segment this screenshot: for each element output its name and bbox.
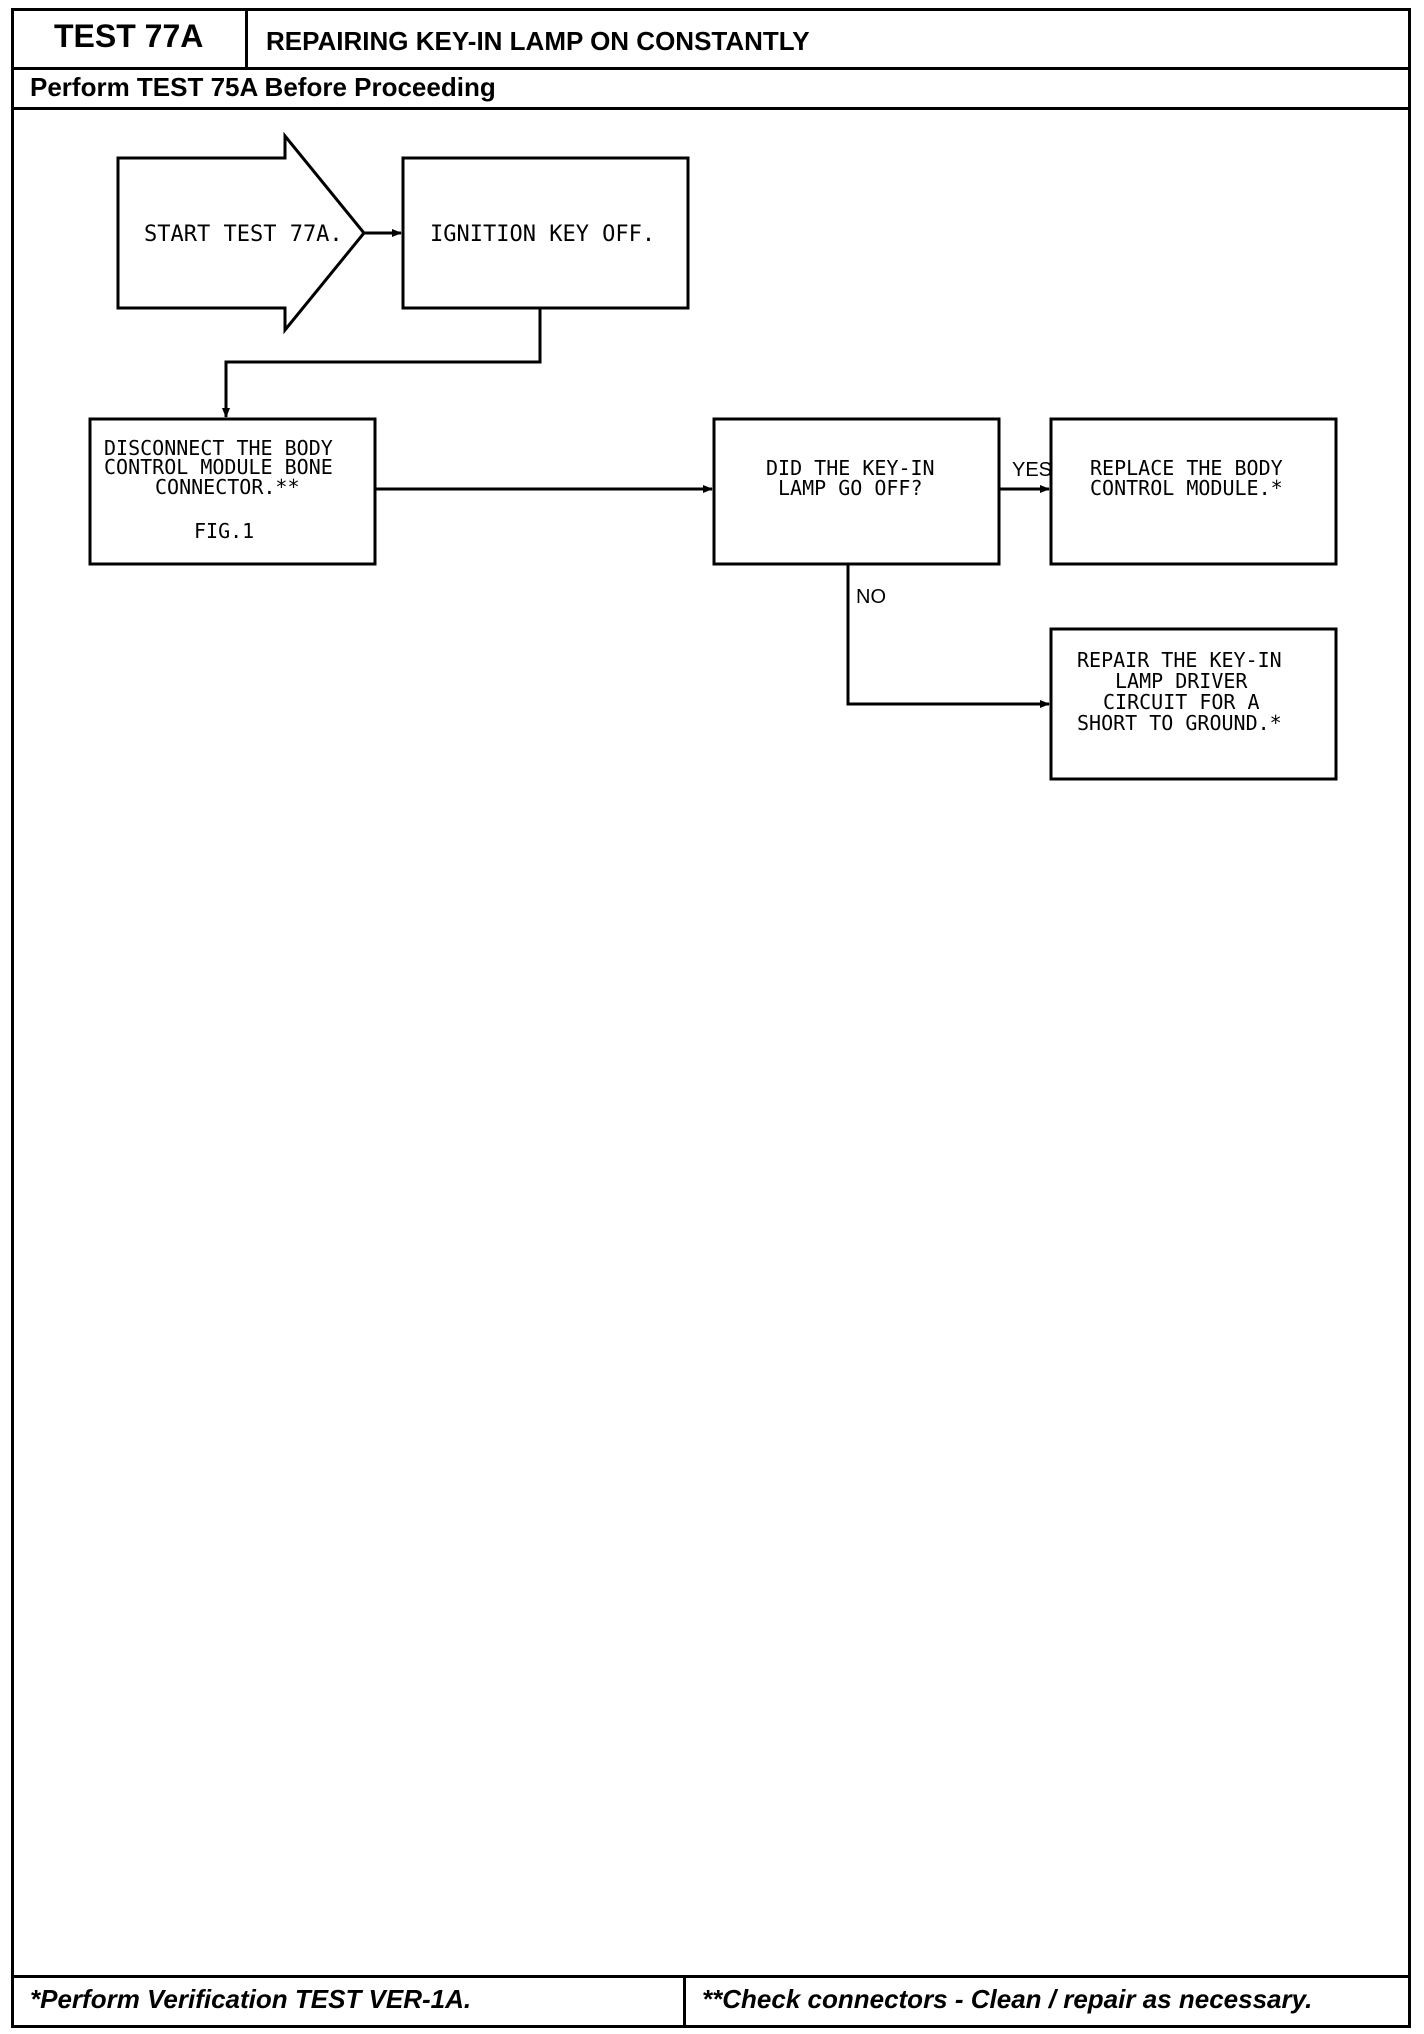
- footer-divider: [11, 1975, 1411, 1978]
- question-line-2: LAMP GO OFF?: [778, 476, 923, 500]
- connector-note: **Check connectors - Clean / repair as n…: [702, 1984, 1313, 2014]
- prerequisite-note: Perform TEST 75A Before Proceeding: [30, 72, 496, 102]
- frame-left: [11, 8, 14, 2028]
- repair-line-1: REPAIR THE KEY-IN: [1077, 648, 1282, 672]
- disconnect-node: DISCONNECT THE BODY CONTROL MODULE BONE …: [88, 417, 377, 566]
- disconnect-figure-ref: FIG.1: [194, 519, 254, 543]
- start-node-text: START TEST 77A.: [144, 222, 343, 247]
- question-node: DID THE KEY-IN LAMP GO OFF?: [712, 417, 1001, 566]
- start-node: START TEST 77A.: [116, 131, 366, 335]
- repair-line-3: CIRCUIT FOR A: [1103, 690, 1260, 714]
- frame-right: [1408, 8, 1411, 2028]
- repair-line-2: LAMP DRIVER: [1115, 669, 1248, 693]
- disconnect-line-3: CONNECTOR.**: [155, 475, 300, 499]
- connector-no: [846, 564, 1050, 708]
- question-line-1: DID THE KEY-IN: [766, 456, 935, 480]
- subheader-divider: [11, 107, 1411, 110]
- no-label: NO: [856, 586, 886, 608]
- replace-line-2: CONTROL MODULE.*: [1090, 476, 1283, 500]
- ignition-node-text: IGNITION KEY OFF.: [430, 222, 655, 247]
- repair-line-4: SHORT TO GROUND.*: [1077, 711, 1282, 735]
- page-title: REPAIRING KEY-IN LAMP ON CONSTANTLY: [266, 26, 810, 56]
- disconnect-line-2: CONTROL MODULE BONE: [104, 455, 333, 479]
- disconnect-line-1: DISCONNECT THE BODY: [104, 436, 333, 460]
- connector-ignition-to-disconnect: [222, 308, 542, 418]
- header-divider: [11, 67, 1411, 70]
- test-id: TEST 77A: [54, 18, 204, 54]
- yes-label: YES: [1012, 459, 1052, 481]
- ignition-node: IGNITION KEY OFF.: [401, 156, 690, 310]
- footer-column-divider: [683, 1975, 686, 2027]
- repair-circuit-node: REPAIR THE KEY-IN LAMP DRIVER CIRCUIT FO…: [1049, 627, 1338, 781]
- verification-note: *Perform Verification TEST VER-1A.: [30, 1984, 472, 2014]
- test-id-divider: [245, 8, 248, 70]
- replace-module-node: REPLACE THE BODY CONTROL MODULE.*: [1049, 417, 1338, 566]
- frame-top: [11, 8, 1411, 11]
- replace-line-1: REPLACE THE BODY: [1090, 456, 1283, 480]
- frame-bottom: [11, 2025, 1411, 2028]
